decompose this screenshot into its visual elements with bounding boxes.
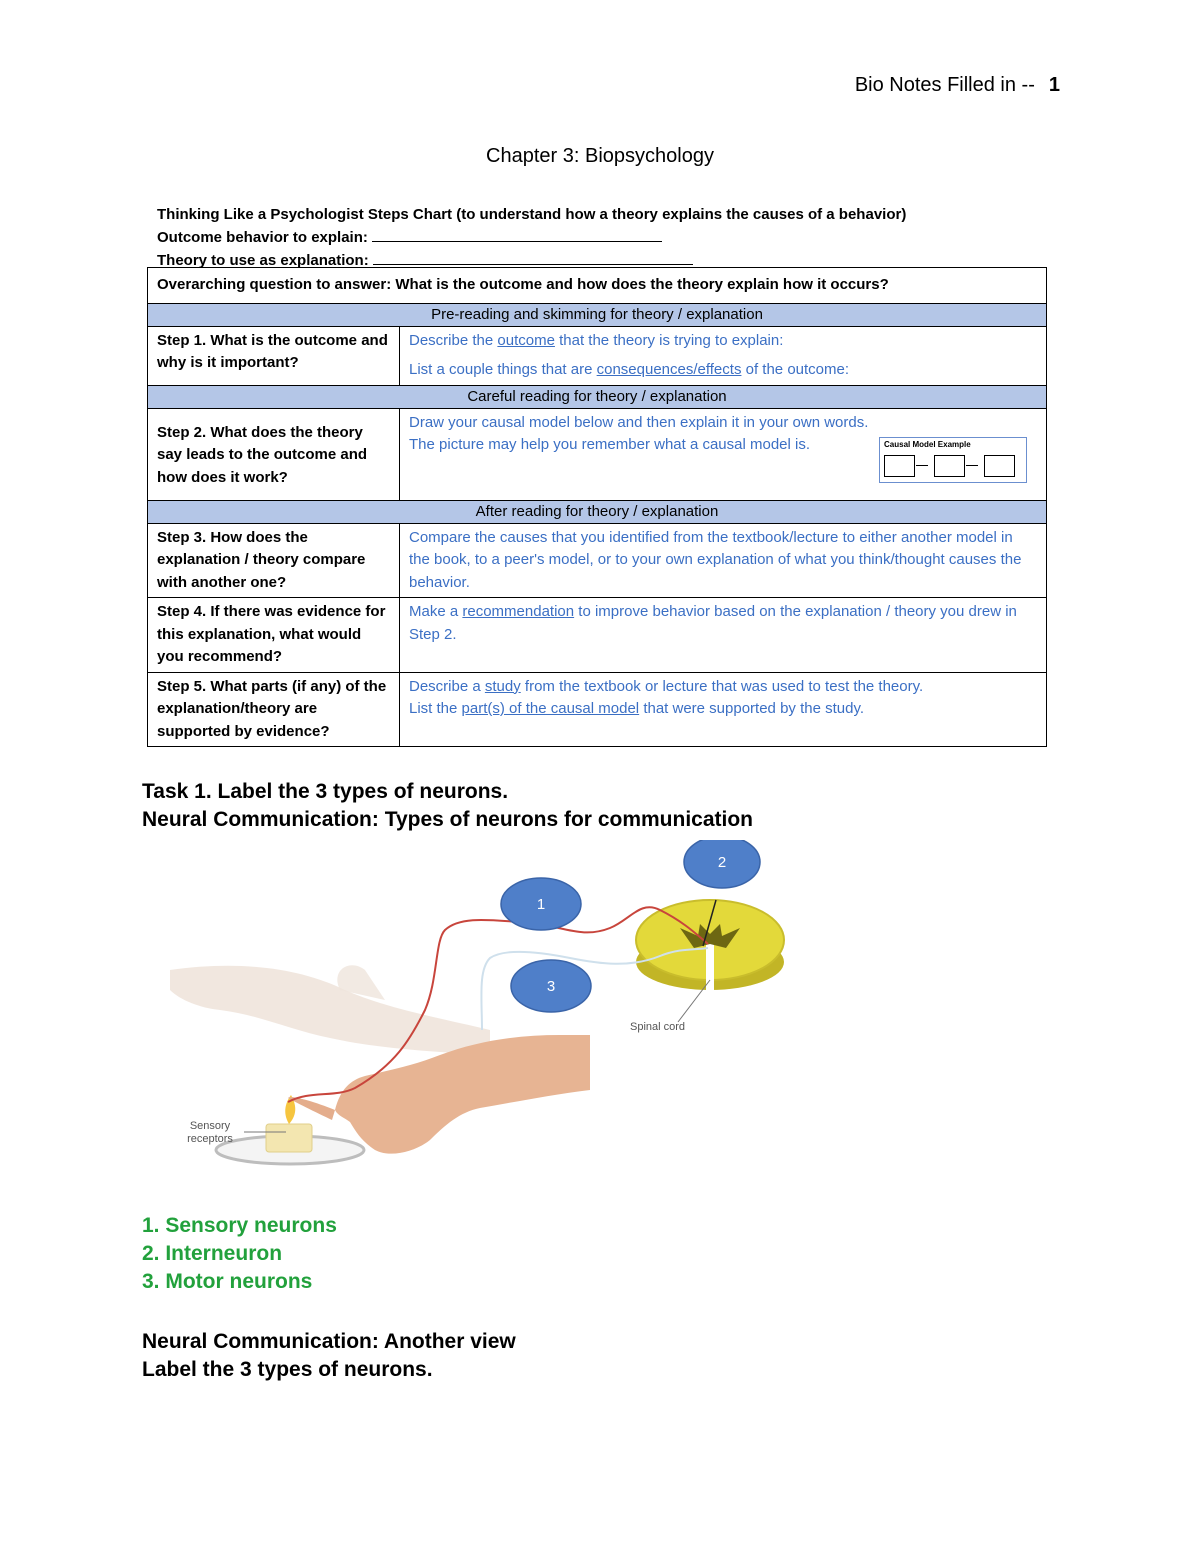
label-circle-1 xyxy=(500,877,582,931)
underlined-term: study xyxy=(484,677,521,695)
theory-label: Theory to use as explanation: xyxy=(157,252,369,269)
text: Describe the xyxy=(409,331,494,349)
label-circle-3 xyxy=(510,959,592,1013)
text: to improve behavior based on the explana… xyxy=(409,603,1017,643)
text: that the theory is trying to explain: xyxy=(559,331,784,349)
interneuron-path xyxy=(702,899,717,947)
underlined-term: outcome xyxy=(497,331,555,349)
step2-question: Step 2. What does the theory say leads t… xyxy=(147,407,400,501)
step1-answer-cell: Describe the outcome that the theory is … xyxy=(399,325,1047,386)
candle xyxy=(265,1123,313,1153)
arrow-icon xyxy=(916,464,928,466)
task1-instruction: Task 1. Label the 3 types of neurons. xyxy=(142,780,509,803)
step2-answer-cell: Causal Model Example Draw your causal mo… xyxy=(399,407,1047,501)
underlined-term: recommendation xyxy=(462,603,575,620)
answer-3: 3. Motor neurons xyxy=(142,1270,313,1293)
text: of the outcome: xyxy=(745,361,850,378)
task1-heading: Task 1. Label the 3 types of neurons. Ne… xyxy=(142,778,753,834)
section2-instruction: Label the 3 types of neurons. xyxy=(142,1358,433,1381)
step4-answer-cell: Make a recommendation to improve behavio… xyxy=(399,597,1047,673)
label-circle-2 xyxy=(683,840,761,889)
spinal-cord-cleft xyxy=(706,940,714,1002)
step5-answer-cell: Describe a study from the textbook or le… xyxy=(399,671,1047,747)
spinal-cord-label: Spinal cord xyxy=(630,1021,685,1033)
model-box xyxy=(884,454,915,477)
step4-question: Step 4. If there was evidence for this e… xyxy=(147,597,400,673)
underlined-term: consequences/effects xyxy=(596,361,742,378)
answers-list: 1. Sensory neurons 2. Interneuron 3. Mot… xyxy=(142,1212,337,1296)
circle-1-number: 1 xyxy=(537,896,545,913)
step1-line2: List a couple things that are consequenc… xyxy=(409,359,1037,382)
finger-faded xyxy=(337,965,385,1000)
band-row: Pre-reading and skimming for theory / ex… xyxy=(147,302,1047,327)
band-row: Careful reading for theory / explanation xyxy=(147,384,1047,409)
underlined-term: part(s) of the causal model xyxy=(461,700,640,717)
text: List a couple things that are xyxy=(409,361,593,378)
text: List the xyxy=(409,700,458,717)
finger xyxy=(288,1097,335,1120)
page-header: Bio Notes Filled in -- 1 xyxy=(855,74,1060,97)
step3-answer: Compare the causes that you identified f… xyxy=(399,522,1047,598)
step2-text: Causal Model Example Draw your causal mo… xyxy=(409,412,1037,483)
section2-title: Neural Communication: Another view xyxy=(142,1330,516,1353)
sensory-label: Sensory xyxy=(190,1120,231,1132)
model-box xyxy=(934,454,965,477)
chapter-title: Chapter 3: Biopsychology xyxy=(486,145,714,167)
flame-icon xyxy=(285,1095,296,1124)
hand-arm xyxy=(335,1035,590,1154)
spinal-cord-pointer xyxy=(677,979,711,1023)
page-number: 1 xyxy=(1048,74,1060,96)
text: that were supported by the study. xyxy=(643,700,864,717)
step3-row: Step 3. How does the explanation / theor… xyxy=(147,522,1047,598)
text: Describe a xyxy=(409,677,481,695)
hand-upper-faded xyxy=(170,965,490,1055)
outcome-blank xyxy=(372,227,663,242)
step2-row: Step 2. What does the theory say leads t… xyxy=(147,407,1047,501)
band-row: After reading for theory / explanation xyxy=(147,499,1047,524)
band-careful-reading: Careful reading for theory / explanation xyxy=(147,384,1047,409)
step1-line1: Describe the outcome that the theory is … xyxy=(409,330,1037,353)
outcome-line: Outcome behavior to explain: xyxy=(157,226,906,249)
answer-1: 1. Sensory neurons xyxy=(142,1214,337,1237)
task1-subheading: Neural Communication: Types of neurons f… xyxy=(142,808,753,831)
arrow-icon xyxy=(966,464,978,466)
step3-question: Step 3. How does the explanation / theor… xyxy=(147,522,400,598)
causal-model-example-label: Causal Model Example xyxy=(884,439,971,449)
header-title: Bio Notes Filled in -- xyxy=(854,74,1035,96)
causal-model-example: Causal Model Example xyxy=(879,436,1027,483)
model-box xyxy=(984,454,1015,477)
overarching-label: Overarching question to answer: xyxy=(157,276,392,293)
step1-question: Step 1. What is the outcome and why is i… xyxy=(147,325,400,386)
step5-line2: List the part(s) of the causal model tha… xyxy=(409,698,1037,721)
steps-chart-table: Overarching question to answer: What is … xyxy=(147,267,1047,747)
step5-row: Step 5. What parts (if any) of the expla… xyxy=(147,671,1047,747)
theory-blank xyxy=(372,250,693,265)
answer-2: 2. Interneuron xyxy=(142,1242,283,1265)
band-after-reading: After reading for theory / explanation xyxy=(147,499,1047,524)
step4-row: Step 4. If there was evidence for this e… xyxy=(147,597,1047,673)
gray-matter xyxy=(680,924,740,948)
chart-title: Thinking Like a Psychologist Steps Chart… xyxy=(157,206,907,223)
step2-answer: Draw your causal model below and then ex… xyxy=(409,413,869,454)
outcome-label: Outcome behavior to explain: xyxy=(157,229,368,246)
neuron-reflex-figure: Spinal cord 1 2 3 Sensory receptors xyxy=(170,840,785,1166)
sensory-neuron-path xyxy=(287,906,709,1103)
circle-3-number: 3 xyxy=(547,978,555,995)
section2-heading: Neural Communication: Another view Label… xyxy=(142,1328,516,1384)
overarching-question: What is the outcome and how does the the… xyxy=(395,276,889,293)
text: from the textbook or lecture that was us… xyxy=(524,677,924,695)
receptors-label: receptors xyxy=(187,1133,233,1145)
step5-line1: Describe a study from the textbook or le… xyxy=(409,676,1037,699)
theory-line: Theory to use as explanation: xyxy=(157,249,906,272)
text: Make a xyxy=(409,603,459,620)
motor-neuron-path xyxy=(480,947,709,1031)
band-prereading: Pre-reading and skimming for theory / ex… xyxy=(147,302,1047,327)
step1-row: Step 1. What is the outcome and why is i… xyxy=(147,325,1047,386)
chart-intro: Thinking Like a Psychologist Steps Chart… xyxy=(157,203,906,272)
step5-question: Step 5. What parts (if any) of the expla… xyxy=(147,671,400,747)
overarching-row: Overarching question to answer: What is … xyxy=(147,267,1047,304)
overarching-cell: Overarching question to answer: What is … xyxy=(147,267,1047,304)
circle-2-number: 2 xyxy=(718,854,726,871)
